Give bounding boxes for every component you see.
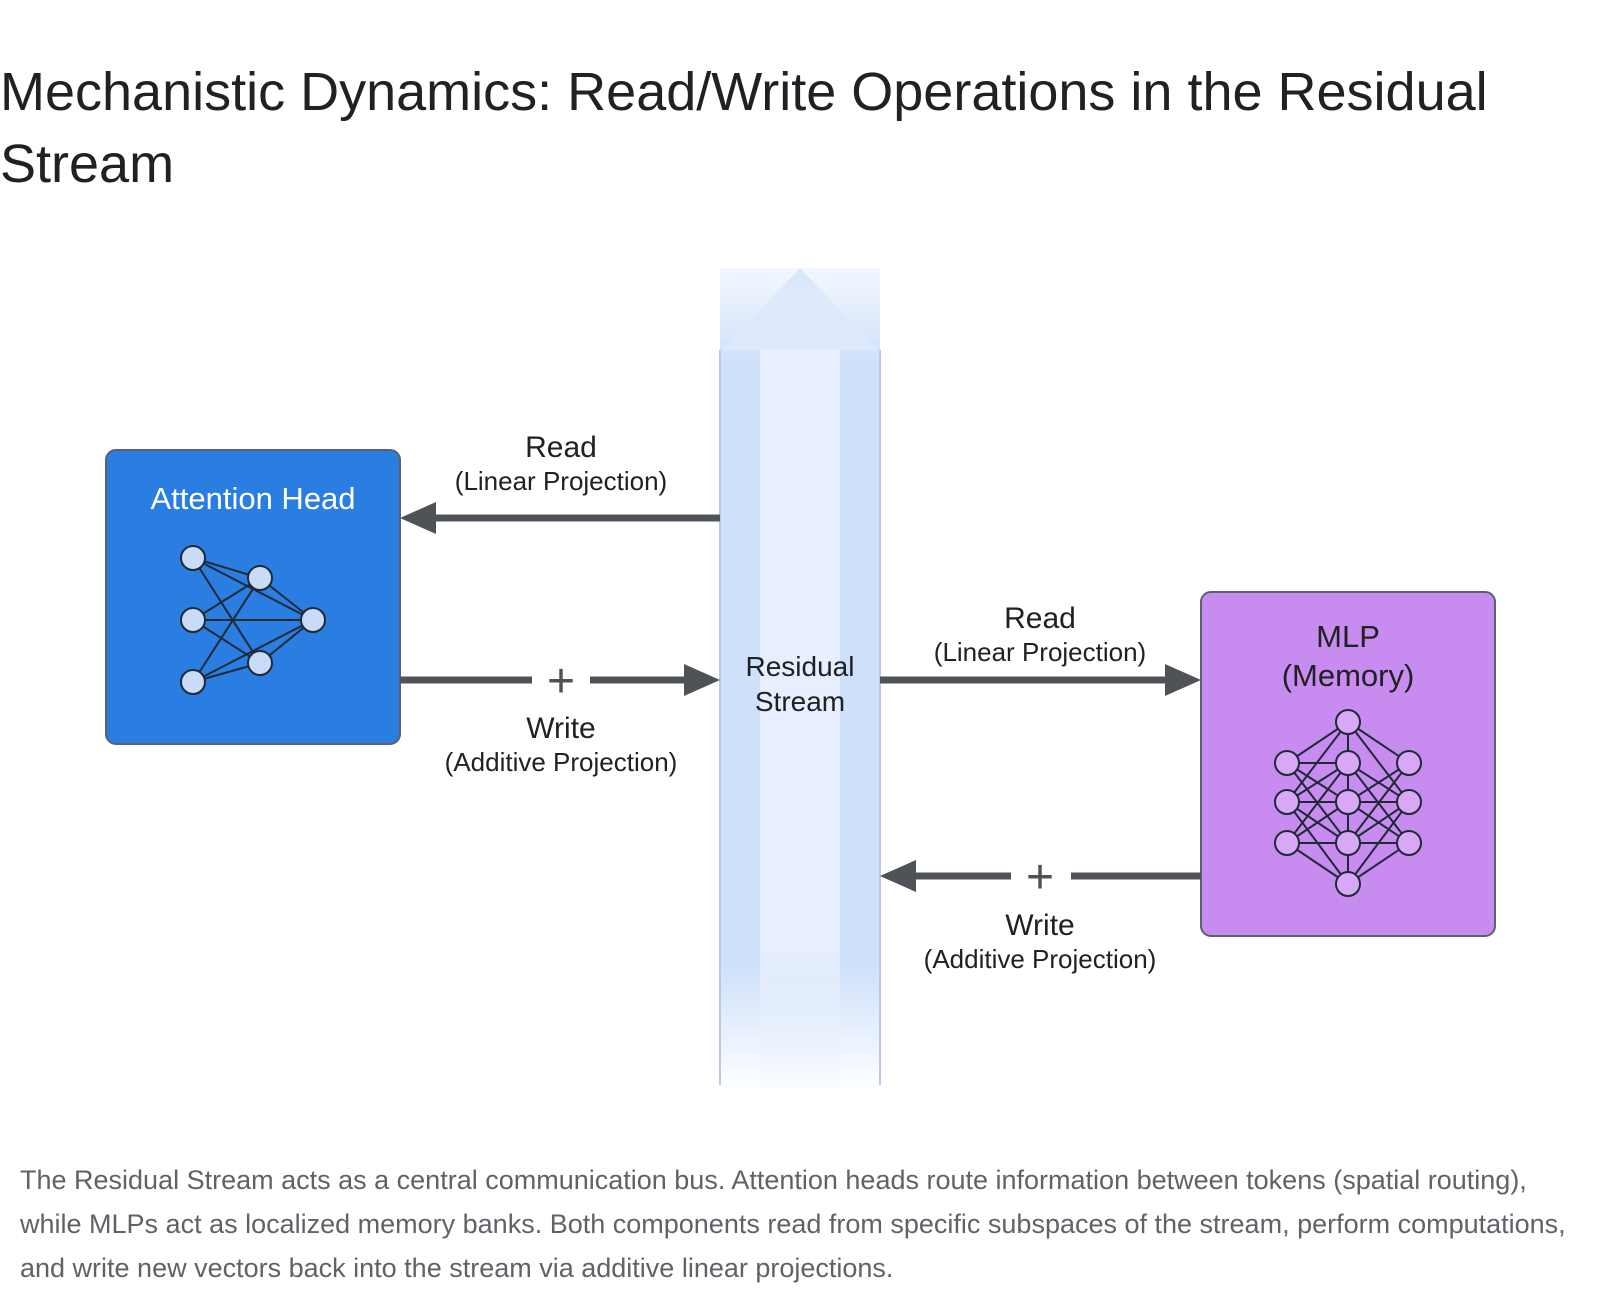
mlp-write-arrow: + Write (Additive Projection) [880, 851, 1201, 974]
attention-read-label: Read [525, 431, 597, 464]
attention-head-block: Attention Head [105, 449, 401, 745]
stream-inner-band [760, 350, 840, 1090]
diagram-caption: The Residual Stream acts as a central co… [20, 1165, 1566, 1283]
stream-label-line1: Residual [746, 651, 855, 682]
attention-head-label: Attention Head [150, 481, 355, 516]
residual-stream: Residual Stream [719, 268, 881, 1090]
attention-read-arrowhead [400, 502, 436, 534]
mlp-read-arrowhead [1165, 664, 1201, 696]
stream-label-line2: Stream [755, 686, 845, 717]
mlp-write-plus: + [1026, 851, 1054, 904]
mlp-write-sublabel: (Additive Projection) [924, 944, 1157, 974]
mlp-write-label: Write [1005, 909, 1074, 942]
attention-read-arrow: Read (Linear Projection) [400, 431, 720, 534]
mlp-label-line2: (Memory) [1282, 658, 1415, 693]
attention-write-label: Write [526, 712, 595, 745]
mlp-write-arrowhead [880, 860, 916, 892]
attention-write-plus: + [547, 655, 575, 708]
attention-write-sublabel: (Additive Projection) [445, 747, 678, 777]
attention-read-sublabel: (Linear Projection) [455, 466, 667, 496]
mlp-block: MLP (Memory) [1200, 591, 1496, 937]
stream-up-arrow [722, 268, 878, 350]
residual-stream-diagram: Residual Stream Attention Head MLP (Memo… [105, 268, 1496, 1090]
attention-write-arrow: + Write (Additive Projection) [400, 655, 720, 777]
mlp-read-arrow: Read (Linear Projection) [880, 602, 1201, 696]
attention-network-icon [180, 545, 326, 695]
mlp-label-line1: MLP [1316, 619, 1380, 654]
attention-write-arrowhead [684, 664, 720, 696]
mlp-read-label: Read [1004, 602, 1076, 635]
attention-head-box [105, 449, 401, 745]
page-title: Mechanistic Dynamics: Read/Write Operati… [0, 62, 1488, 194]
mlp-read-sublabel: (Linear Projection) [934, 637, 1146, 667]
mlp-network-icon [1274, 709, 1422, 897]
